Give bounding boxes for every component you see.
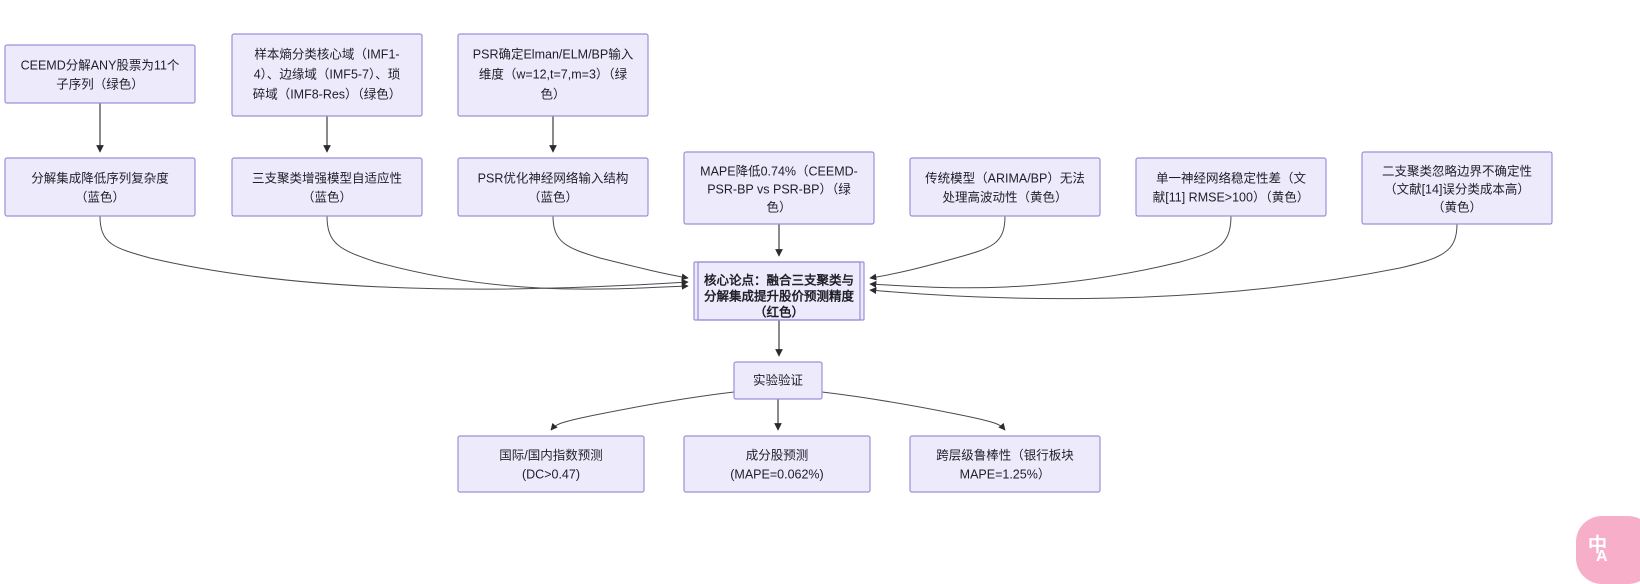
- node-mape-reduction[interactable]: MAPE降低0.74%（CEEMD- PSR-BP vs PSR-BP）（绿 色…: [683, 151, 875, 225]
- node-label-line: 4）、边缘域（IMF5-7）、琐: [254, 66, 401, 81]
- node-label-line: 样本熵分类核心域（IMF1-: [254, 46, 399, 61]
- node-label-line: CEEMD分解ANY股票为11个: [21, 58, 180, 72]
- edge-n6-core: [552, 215, 689, 281]
- node-label-line: 维度（w=12,t=7,m=3）（绿: [479, 66, 628, 81]
- node-core-thesis[interactable]: 核心论点：融合三支聚类与 分解集成提升股价预测精度 （红色）: [693, 261, 865, 321]
- node-label-line: 传统模型（ARIMA/BP）无法: [925, 170, 1085, 185]
- node-label-line: 国际/国内指数预测: [499, 447, 602, 462]
- edge-n8-core: [869, 215, 1006, 281]
- edge-exp-r3: [821, 391, 1006, 431]
- node-label-line: 处理高波动性（黄色）: [942, 189, 1067, 204]
- edge-n9-core: [869, 215, 1232, 289]
- node-label-line: 跨层级鲁棒性（银行板块: [936, 448, 1074, 462]
- node-three-way-clustering-adaptivity[interactable]: 三支聚类增强模型自适应性 （蓝色）: [231, 157, 423, 217]
- node-label-line: 单一神经网络稳定性差（文: [1156, 170, 1307, 185]
- node-ceemd-decomposition[interactable]: CEEMD分解ANY股票为11个 子序列（绿色）: [4, 44, 196, 104]
- node-label-line: （蓝色）: [75, 189, 125, 204]
- node-label-line: （黄色）: [1432, 199, 1482, 214]
- node-label-line: （蓝色）: [528, 189, 578, 204]
- node-label-line: 碎域（IMF8-Res）（绿色）: [253, 86, 402, 101]
- node-two-way-clustering-limitation[interactable]: 二支聚类忽略边界不确定性 （文献[14]误分类成本高） （黄色）: [1361, 151, 1553, 225]
- node-single-network-instability[interactable]: 单一神经网络稳定性差（文 献[11] RMSE>100）（黄色）: [1135, 157, 1327, 217]
- node-label-line: 分解集成降低序列复杂度: [31, 170, 169, 185]
- node-constituent-stock-prediction-result[interactable]: 成分股预测 (MAPE=0.062%): [683, 435, 871, 493]
- edge-exp-r1: [550, 391, 735, 431]
- node-label-line: 实验验证: [753, 372, 804, 387]
- node-label-line: 分解集成提升股价预测精度: [704, 288, 855, 303]
- node-label-line: （蓝色）: [302, 189, 352, 204]
- edge-n10-core: [869, 223, 1458, 300]
- node-cross-level-robustness-result[interactable]: 跨层级鲁棒性（银行板块 MAPE=1.25%）: [909, 435, 1101, 493]
- node-label-line: 核心论点：融合三支聚类与: [704, 272, 854, 287]
- node-experimental-validation[interactable]: 实验验证: [733, 361, 823, 400]
- node-traditional-models-limitation[interactable]: 传统模型（ARIMA/BP）无法 处理高波动性（黄色）: [909, 157, 1101, 217]
- node-label-line: 子序列（绿色）: [56, 76, 144, 91]
- node-label-line: PSR确定Elman/ELM/BP输入: [473, 46, 634, 61]
- node-label-line: PSR-BP vs PSR-BP）（绿: [707, 181, 851, 196]
- node-label-line: MAPE=1.25%）: [960, 467, 1051, 481]
- node-label-line: 成分股预测: [746, 448, 809, 462]
- node-label-line: (MAPE=0.062%): [730, 467, 823, 481]
- node-psr-input-dimension[interactable]: PSR确定Elman/ELM/BP输入 维度（w=12,t=7,m=3）（绿 色…: [457, 33, 649, 117]
- edge-n4-core: [99, 215, 689, 290]
- node-label-line: MAPE降低0.74%（CEEMD-: [700, 164, 858, 178]
- node-index-prediction-result[interactable]: 国际/国内指数预测 (DC>0.47): [457, 435, 645, 493]
- node-label-line: （红色）: [754, 304, 804, 319]
- node-label-line: 二支聚类忽略边界不确定性: [1382, 163, 1532, 178]
- node-sample-entropy-classification[interactable]: 样本熵分类核心域（IMF1- 4）、边缘域（IMF5-7）、琐 碎域（IMF8-…: [231, 33, 423, 117]
- node-label-line: PSR优化神经网络输入结构: [478, 170, 629, 185]
- node-label-line: （文献[14]误分类成本高）: [1384, 181, 1530, 196]
- node-psr-optimizes-network-input[interactable]: PSR优化神经网络输入结构 （蓝色）: [457, 157, 649, 217]
- node-label-line: 色）: [540, 86, 565, 101]
- nodes-layer: CEEMD分解ANY股票为11个 子序列（绿色） 样本熵分类核心域（IMF1- …: [4, 33, 1553, 493]
- edge-n5-core: [326, 215, 689, 290]
- edges-layer: [96, 103, 1458, 431]
- node-label-line: 三支聚类增强模型自适应性: [252, 170, 402, 185]
- node-label-line: 献[11] RMSE>100）（黄色）: [1153, 189, 1309, 204]
- node-label-line: (DC>0.47): [522, 467, 580, 481]
- node-decomposition-reduces-complexity[interactable]: 分解集成降低序列复杂度 （蓝色）: [4, 157, 196, 217]
- node-label-line: 色）: [766, 199, 791, 214]
